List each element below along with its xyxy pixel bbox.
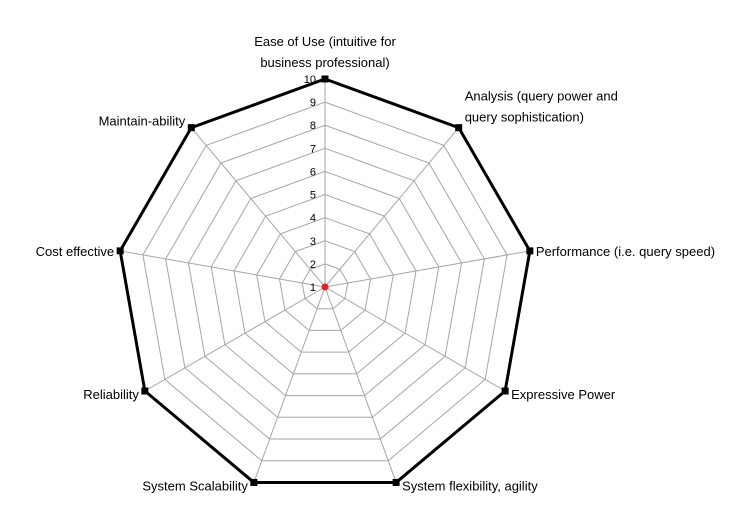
series-line-1 — [118, 77, 532, 484]
tick-label-1: 1 — [310, 282, 316, 294]
spoke-3 — [324, 250, 530, 288]
spoke-7 — [144, 286, 326, 392]
category-label-9: Maintain-ability — [99, 114, 186, 129]
spoke-9 — [190, 127, 326, 288]
tick-label-9: 9 — [310, 97, 316, 109]
grid-ring-4 — [256, 217, 394, 353]
data-point-3 — [526, 247, 534, 255]
category-label-8: Cost effective — [36, 244, 115, 259]
grid-ring-9 — [142, 101, 508, 462]
grid-ring-7 — [187, 147, 463, 418]
category-label-4: Expressive Power — [511, 387, 616, 402]
data-point-8 — [116, 247, 124, 255]
data-point-2 — [455, 124, 463, 132]
spoke-4 — [324, 286, 506, 392]
grid-ring-6 — [210, 170, 440, 397]
tick-label-6: 6 — [310, 166, 316, 178]
spoke-2 — [324, 127, 460, 288]
category-label-3: Performance (i.e. query speed) — [536, 244, 715, 259]
grid-ring-2 — [301, 263, 349, 310]
data-point-7 — [141, 387, 149, 395]
category-label-6: System Scalability — [142, 478, 248, 493]
data-point-6 — [250, 478, 258, 486]
tick-label-8: 8 — [310, 120, 316, 132]
grid-ring-8 — [165, 124, 485, 440]
tick-label-7: 7 — [310, 143, 316, 155]
spoke-6 — [253, 286, 326, 483]
spoke-5 — [324, 286, 397, 483]
data-point-9 — [187, 124, 195, 132]
tick-label-5: 5 — [310, 190, 316, 202]
tick-label-3: 3 — [310, 236, 316, 248]
series-layer — [116, 75, 534, 486]
grid-ring-5 — [233, 194, 417, 375]
data-point-5 — [392, 478, 400, 486]
center-point — [321, 283, 329, 291]
category-label-5: System flexibility, agility — [402, 478, 538, 493]
spoke-8 — [120, 250, 326, 288]
tick-label-4: 4 — [310, 213, 316, 225]
category-label-7: Reliability — [83, 387, 139, 402]
spoke-layer — [120, 79, 530, 483]
grid-ring-3 — [278, 240, 372, 331]
data-point-1 — [321, 75, 329, 83]
data-point-4 — [501, 387, 509, 395]
tick-label-2: 2 — [310, 259, 316, 271]
